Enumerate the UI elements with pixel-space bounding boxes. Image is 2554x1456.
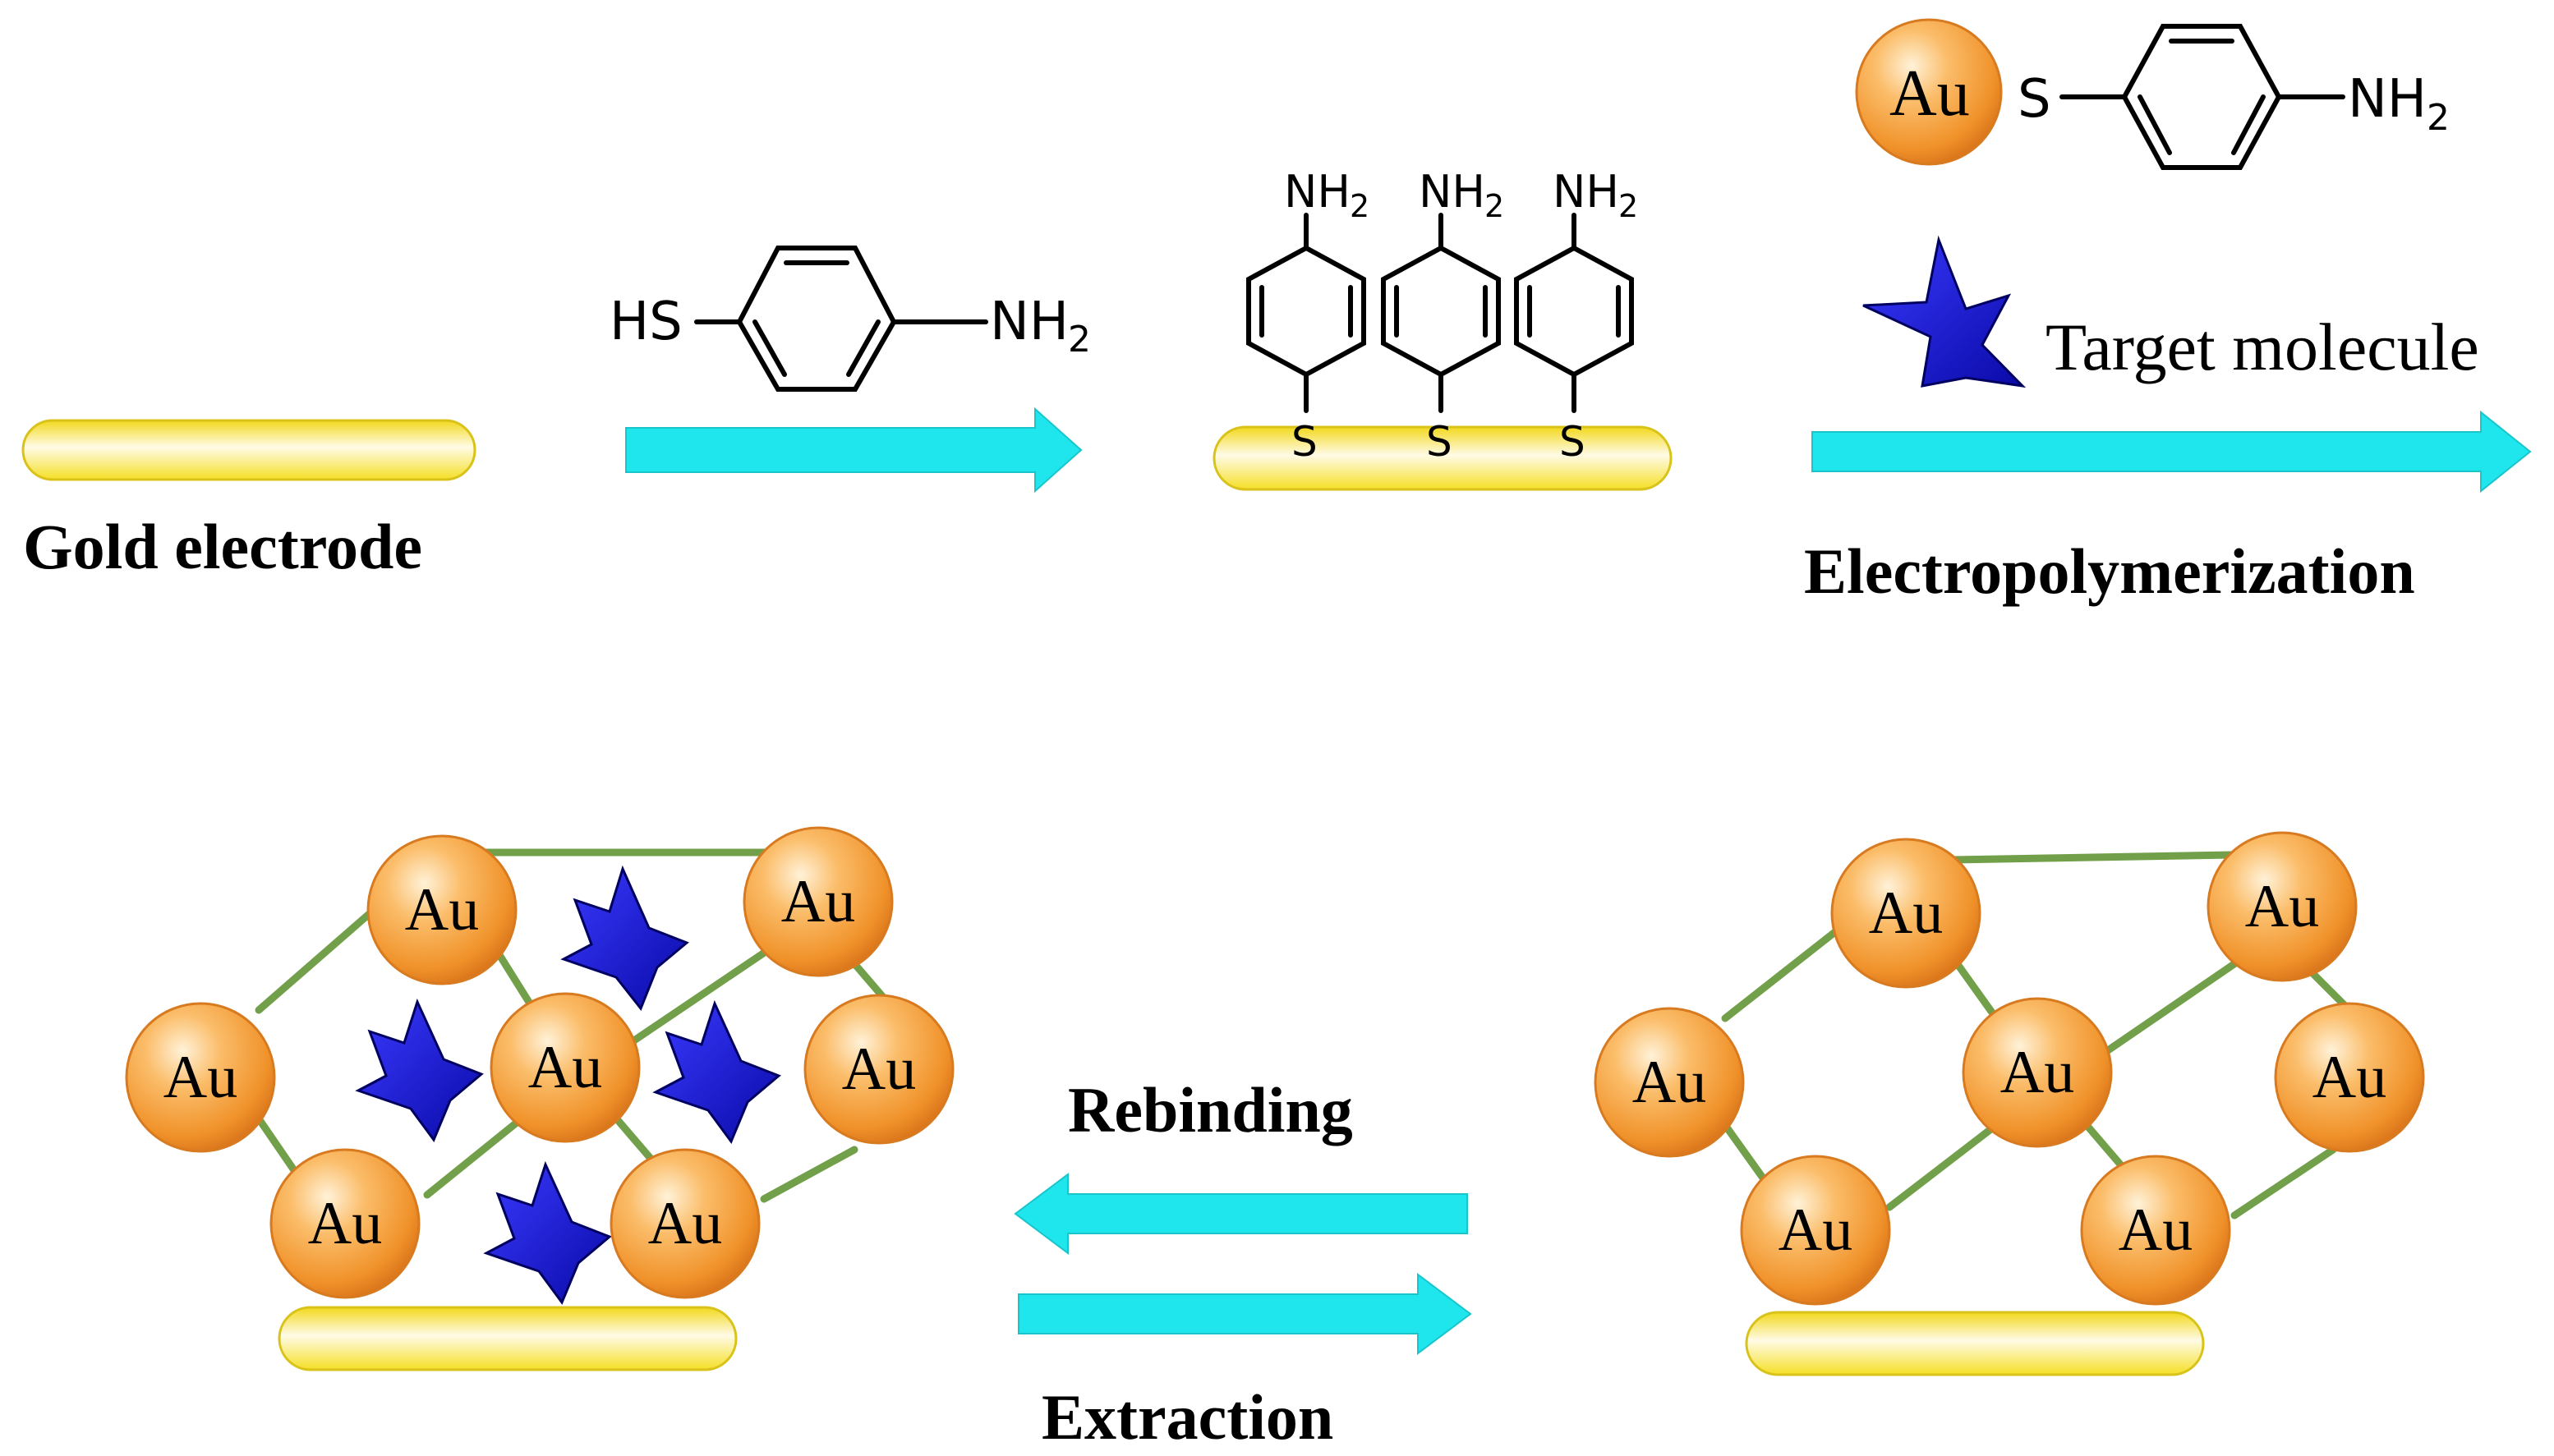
aminothiophenol-reagent: HS NH 2 [610, 246, 1091, 392]
svg-text:Au: Au [842, 1036, 916, 1103]
svg-text:NH: NH [1553, 166, 1619, 218]
target-molecule-star-icon [355, 998, 484, 1143]
svg-text:Au: Au [1632, 1049, 1706, 1116]
gold-electrode-bar [21, 419, 476, 481]
target-molecule-star-icon [1862, 235, 2027, 388]
au-nanoparticle: Au [2207, 831, 2358, 982]
extraction-label: Extraction [1042, 1381, 1333, 1453]
svg-text:HS: HS [610, 292, 683, 352]
svg-text:NH: NH [1419, 166, 1485, 218]
au-nanoparticle: Au [610, 1148, 761, 1299]
imprinted-polymer-after-extraction: Au Au Au Au Au Au Au [1594, 831, 2425, 1376]
svg-text:S: S [2018, 69, 2051, 130]
svg-text:Au: Au [1869, 880, 1943, 947]
electropolymerization-label: Electropolymerization [1804, 535, 2415, 607]
sam-molecule-2: NH 2 S [1381, 166, 1504, 466]
arrow-step-2 [1811, 410, 2532, 494]
svg-text:2: 2 [1618, 188, 1638, 224]
extraction-arrow [1018, 1273, 1472, 1355]
target-molecule-legend: Target molecule [1862, 235, 2479, 388]
au-nanoparticle: Au [269, 1148, 421, 1299]
au-nanoparticle: Au [125, 1002, 276, 1153]
au-nanoparticle: Au [803, 994, 955, 1145]
au-nanoparticle: Au [1594, 1007, 1745, 1158]
arrow-step-1 [625, 406, 1083, 494]
svg-text:Target molecule: Target molecule [2046, 310, 2479, 384]
svg-text:Au: Au [308, 1190, 382, 1257]
svg-text:Au: Au [1889, 57, 1970, 130]
svg-text:Au: Au [528, 1034, 602, 1101]
svg-text:NH: NH [990, 292, 1069, 352]
svg-text:2: 2 [1068, 319, 1091, 361]
svg-text:Au: Au [781, 868, 855, 935]
au-nanoparticle: Au [2080, 1155, 2231, 1306]
au-nanoparticle: Au [743, 826, 894, 977]
svg-text:2: 2 [1350, 188, 1369, 224]
sam-modified-electrode [1213, 425, 1673, 491]
svg-text:Au: Au [2119, 1196, 2193, 1264]
target-molecule-star-icon [483, 1160, 612, 1306]
au-nanoparticle: Au [1962, 997, 2113, 1148]
svg-text:S: S [1291, 418, 1318, 466]
rebinding-label: Rebinding [1068, 1074, 1353, 1146]
svg-text:Au: Au [2245, 873, 2319, 940]
imprinted-polymer-with-template: Au Au Au Au Au Au Au [125, 826, 955, 1371]
rebinding-arrow [1014, 1173, 1468, 1255]
svg-text:Au: Au [405, 876, 479, 944]
gold-electrode-label: Gold electrode [23, 511, 422, 582]
sam-molecule-1: NH 2 S [1246, 166, 1369, 466]
svg-text:NH: NH [2348, 69, 2427, 130]
svg-text:Au: Au [2312, 1044, 2386, 1111]
target-molecule-star-icon [560, 865, 689, 1011]
svg-text:Au: Au [648, 1190, 722, 1257]
sam-molecule-3: NH 2 S [1514, 166, 1638, 466]
au-nanoparticle: Au [1740, 1155, 1891, 1306]
svg-text:Au: Au [1779, 1196, 1852, 1264]
svg-text:NH: NH [1284, 166, 1351, 218]
au-nanoparticle: Au [490, 992, 641, 1143]
svg-text:S: S [1559, 418, 1585, 466]
target-molecule-star-icon [652, 999, 781, 1145]
au-aminothiophenol-legend: Au S NH 2 [1855, 18, 2450, 170]
svg-text:Au: Au [2000, 1039, 2074, 1106]
svg-text:Au: Au [163, 1044, 237, 1111]
svg-text:2: 2 [2427, 97, 2450, 139]
au-nanoparticle: Au [2274, 1002, 2425, 1153]
au-nanoparticle: Au [1830, 838, 1981, 989]
svg-text:2: 2 [1484, 188, 1504, 224]
svg-text:S: S [1426, 418, 1452, 466]
au-nanoparticle: Au [366, 834, 518, 985]
